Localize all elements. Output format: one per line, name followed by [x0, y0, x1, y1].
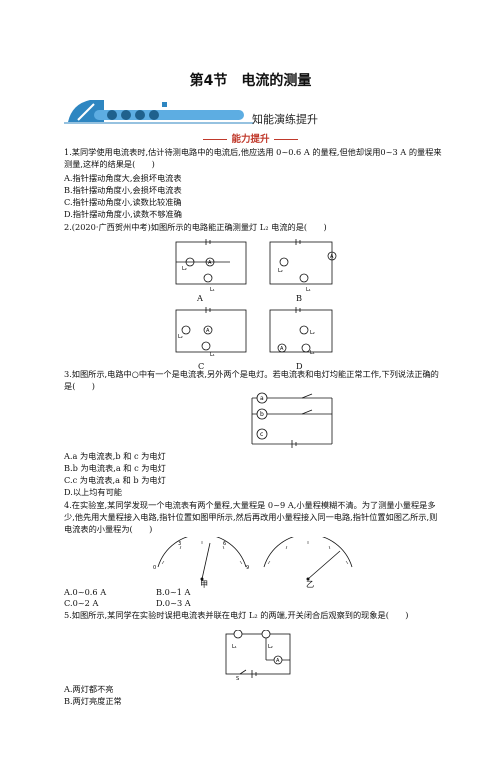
circuit-b-label: B	[296, 293, 303, 303]
meter-yi-label: 乙	[306, 579, 315, 589]
circuit-d-label: D	[296, 361, 303, 371]
svg-text:a: a	[260, 395, 264, 402]
circuit-b-diagram: A L₂ L₁	[269, 239, 337, 293]
q1-option-d: D.指针摆动角度小,读数不够准确	[64, 209, 182, 219]
svg-text:9: 9	[246, 565, 249, 571]
svg-text:c: c	[260, 431, 263, 438]
svg-text:L₁: L₁	[310, 350, 315, 356]
meter-yi-diagram	[263, 537, 353, 581]
q5-option-b: B.两灯亮度正常	[64, 696, 122, 706]
page-title: 第4节 电流的测量	[189, 73, 312, 89]
q1-option-c: C.指针摆动角度小,读数比较准确	[64, 197, 182, 207]
svg-text:A: A	[280, 346, 284, 352]
q5-option-a: A.两灯都不亮	[64, 684, 114, 694]
svg-text:A: A	[276, 658, 280, 664]
q3-stem: 3.如图所示,电路中○中有一个是电流表,另外两个是电灯。若电流表和电灯均能正常工…	[64, 369, 439, 391]
circuit-c-diagram: A L₂ L₁	[175, 307, 247, 358]
q4-option-b: B.0~1 A	[156, 587, 191, 597]
q3-circuit-diagram: a b c	[251, 392, 333, 448]
svg-text:3: 3	[178, 541, 181, 547]
svg-text:L₁: L₁	[210, 287, 215, 293]
q4-option-d: D.0~3 A	[156, 598, 191, 608]
meter-jia-diagram: 0 3 6 9	[153, 537, 249, 581]
banner-text: 知能演练提升	[252, 113, 318, 126]
svg-text:A: A	[208, 260, 212, 266]
q1-option-b: B.指针摆动角度小,会损坏电流表	[64, 185, 182, 195]
svg-text:L₂: L₂	[268, 644, 273, 650]
q3-option-b: B.b 为电流表,a 和 c 为电灯	[64, 463, 166, 473]
q3-option-c: C.c 为电流表,a 和 b 为电灯	[64, 475, 166, 485]
section-banner	[64, 100, 254, 124]
svg-text:L₂: L₂	[178, 334, 183, 340]
circuit-d-diagram: A L₂ L₁	[269, 307, 333, 356]
svg-text:6: 6	[223, 541, 226, 547]
svg-text:A: A	[330, 254, 334, 260]
q3-option-d: D.以上均有可能	[64, 487, 122, 497]
circuit-a-label: A	[197, 293, 203, 303]
q2-stem: 2.(2020·广西贺州中考)如图所示的电路能正确测量灯 L₂ 电流的是( )	[64, 222, 327, 232]
q4-option-c: C.0~2 A	[64, 598, 99, 608]
circuit-a-diagram: A L₂ L₁	[175, 239, 247, 293]
q1-option-a: A.指针摆动角度大,会损坏电流表	[64, 173, 182, 183]
svg-text:b: b	[260, 411, 264, 418]
q4-option-a: A.0~0.6 A	[64, 587, 107, 597]
svg-text:0: 0	[153, 565, 156, 571]
svg-text:L₁: L₁	[210, 352, 215, 358]
q5-circuit-diagram: L₁ L₂ A S	[225, 630, 291, 680]
section-subtitle: 能力提升	[0, 131, 501, 145]
svg-text:L₂: L₂	[182, 266, 187, 272]
q4-stem: 4.在实验室,某同学发现一个电流表有两个量程,大量程是 0~9 A,小量程模糊不…	[64, 500, 438, 534]
svg-text:L₁: L₁	[232, 644, 237, 650]
svg-text:L₁: L₁	[306, 287, 311, 293]
circuit-c-label: C	[198, 361, 205, 371]
q1-stem: 1.某同学使用电流表时,估计待测电路中的电流后,他应选用 0~0.6 A 的量程…	[64, 147, 442, 169]
q3-option-a: A.a 为电流表,b 和 c 为电灯	[64, 451, 166, 461]
svg-text:L₂: L₂	[310, 330, 315, 336]
svg-text:L₂: L₂	[278, 268, 283, 274]
meter-jia-label: 甲	[200, 579, 209, 589]
svg-text:A: A	[206, 328, 210, 334]
svg-text:S: S	[236, 676, 239, 680]
q5-stem: 5.如图所示,某同学在实验时误把电流表并联在电灯 L₂ 的两端,开关闭合后观察到…	[64, 610, 409, 620]
